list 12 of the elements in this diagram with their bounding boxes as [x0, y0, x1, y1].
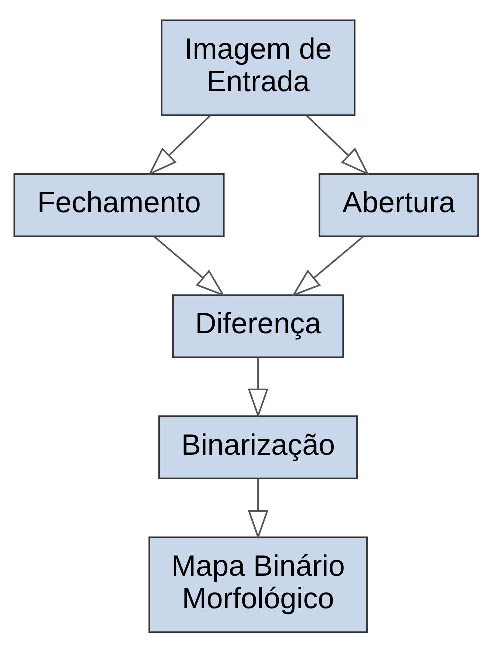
arrow — [248, 478, 269, 540]
node-box: Fechamento — [14, 173, 225, 237]
node-box: Diferença — [172, 294, 344, 358]
arrow — [248, 357, 269, 418]
arrow — [154, 236, 226, 296]
arrow — [306, 114, 370, 176]
node-box: Imagem de Entrada — [161, 19, 356, 116]
arrow — [148, 114, 212, 176]
node-box: Binarização — [158, 415, 358, 479]
node-box: Mapa Binário Morfológico — [148, 536, 368, 633]
arrow — [292, 236, 364, 296]
node-box: Abertura — [318, 173, 480, 237]
